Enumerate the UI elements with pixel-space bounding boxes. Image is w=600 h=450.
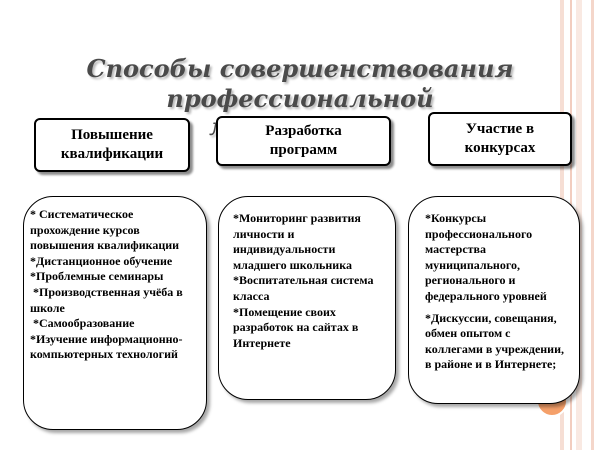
list-item: *Дистанционное обучение [30,253,173,268]
category-label: конкурсах [464,140,536,156]
list-item: *Проблемные семинары [30,269,164,284]
list-item: *Производственная учёба в школе [30,284,186,315]
content-box-programs: *Мониторинг развития личности и индивиду… [218,196,396,400]
content-box-contests: *Конкурсы профессионального мастерства м… [408,196,580,404]
list-item: *Самообразование [30,316,135,331]
list-item: *Дискуссии, совещания, обмен опытом с ко… [425,310,565,372]
category-box-programs: Разработка программ [216,116,391,166]
slide-title-line-1: Способы совершенствования [86,54,514,83]
list-item: * Систематическое прохождение курсов пов… [30,207,180,253]
category-label: Участие в [465,121,535,137]
list-item: *Изучение информационно-компьютерных тех… [30,331,183,362]
category-label: квалификации [60,146,164,162]
decorative-stripe [591,0,594,450]
category-label: программ [269,142,338,158]
list-item: *Мониторинг развития личности и индивиду… [233,211,361,272]
list-item: *Воспитательная система класса [233,273,374,303]
category-box-contests: Участие в конкурсах [428,112,572,166]
slide-title-line-2: профессиональной [166,84,434,113]
category-label: Повышение [71,127,153,143]
list-item: *Конкурсы профессионального мастерства м… [425,211,547,303]
content-box-qualification: * Систематическое прохождение курсов пов… [23,196,207,430]
category-box-qualification: Повышение квалификации [34,118,190,172]
list-item: *Помещение своих разработок на сайтах в … [233,304,359,350]
category-label: Разработка [265,123,342,139]
